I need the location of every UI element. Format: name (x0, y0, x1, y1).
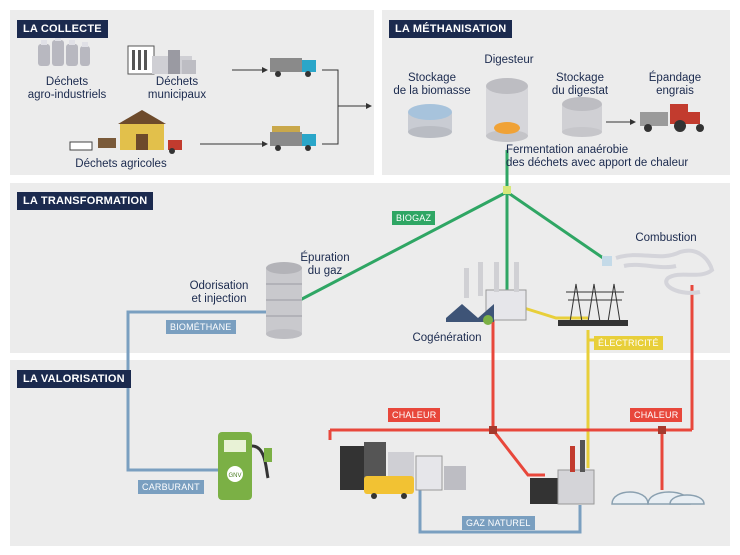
label-digesteur: Digesteur (484, 54, 534, 66)
biomethane-pipes (126, 310, 582, 534)
section-title-valorisation: LA VALORISATION (17, 370, 131, 388)
label-dechets-agro: Déchets agro-industriels (27, 76, 107, 101)
chaleur-junction-1 (489, 426, 497, 434)
tag-chaleur-1: CHALEUR (388, 408, 441, 422)
label-fermentation: Fermentation anaérobie des déchets avec … (506, 144, 689, 169)
industrial-plant-icon (530, 440, 595, 505)
tag-biogaz: BIOGAZ (392, 211, 436, 225)
tag-carburant: CARBURANT (138, 480, 204, 494)
collection-arrows (200, 69, 630, 145)
combustion-burner-icon (615, 248, 715, 295)
arrow-heads (262, 67, 636, 147)
label-cogeneration: Cogénération (412, 332, 482, 344)
gnv-badge: GNV (228, 473, 241, 479)
purification-tank-icon (266, 262, 302, 339)
label-combustion: Combustion (635, 232, 697, 244)
collection-truck-2 (270, 126, 316, 151)
label-dechets-municipaux: Déchets municipaux (147, 76, 207, 101)
biomass-storage-icon (408, 104, 452, 138)
section-title-methanisation: LA MÉTHANISATION (389, 20, 513, 38)
label-stockage-biomasse: Stockage de la biomasse (393, 72, 471, 97)
biogaz-junction (503, 186, 511, 194)
power-pylons-icon (566, 283, 624, 323)
fuel-pump-icon (218, 432, 272, 500)
cogeneration-plant-icon (446, 262, 527, 325)
tag-biomethane: BIOMÉTHANE (166, 320, 236, 334)
label-epandage: Épandage engrais (648, 72, 702, 97)
label-stockage-digestat: Stockage du digestat (551, 72, 609, 97)
substation-base (558, 320, 628, 326)
collection-truck-1 (270, 58, 316, 77)
burner-head (602, 256, 612, 266)
electricite-lines (523, 306, 656, 468)
biogaz-pipes (299, 150, 607, 302)
agricultural-waste-icon (69, 110, 182, 154)
tractor-icon (640, 104, 704, 132)
digestate-storage-icon (562, 97, 602, 137)
section-title-collecte: LA COLLECTE (17, 20, 108, 38)
municipal-waste-icon (127, 45, 196, 75)
label-epuration: Épuration du gaz (300, 252, 350, 277)
digester-icon (486, 78, 528, 142)
chaleur-junction-2 (658, 426, 666, 434)
city-buildings-icon (340, 442, 466, 499)
agro-industrial-waste-icon (38, 36, 90, 66)
tag-chaleur-2: CHALEUR (630, 408, 683, 422)
greenhouses-icon (611, 491, 705, 505)
tag-gaz-naturel: GAZ NATUREL (462, 516, 535, 530)
label-odorisation: Odorisation et injection (189, 280, 249, 305)
label-dechets-agricoles: Déchets agricoles (75, 158, 167, 170)
section-title-transformation: LA TRANSFORMATION (17, 192, 154, 210)
tag-electricite: ÉLECTRICITÉ (594, 336, 663, 350)
